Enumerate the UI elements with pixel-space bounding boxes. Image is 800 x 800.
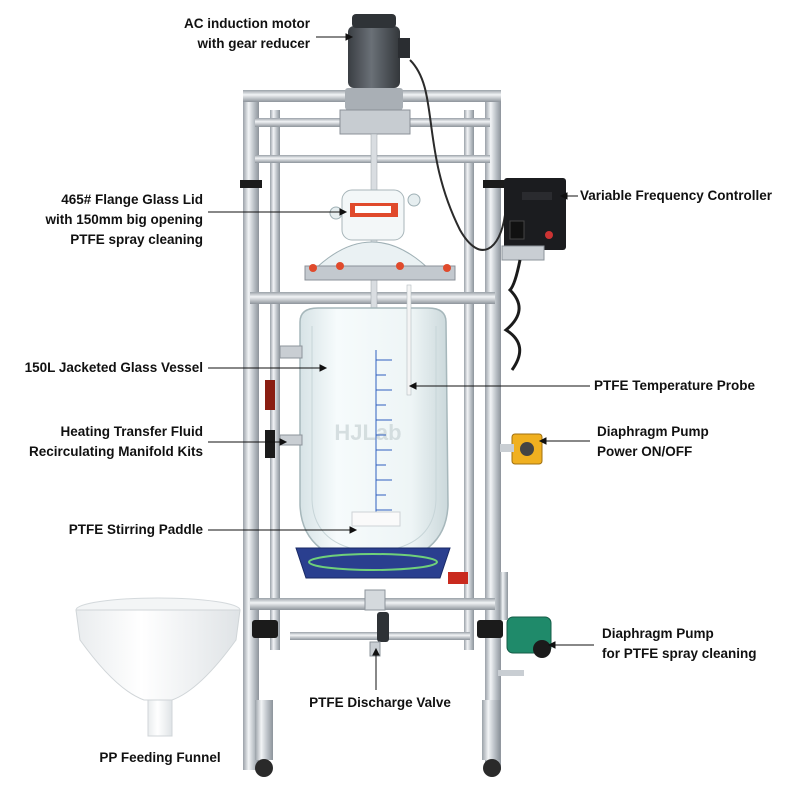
spray-pump-base [498, 670, 524, 676]
leg-right [482, 700, 500, 760]
callout-lines [208, 33, 594, 690]
label-line: PTFE Stirring Paddle [68, 522, 203, 537]
clamp [477, 620, 503, 638]
controller-label [522, 192, 552, 200]
temperature-probe [406, 284, 412, 396]
caster [483, 759, 501, 777]
ring-green-glow [308, 553, 438, 571]
manifold-valve [265, 430, 275, 458]
label-line: PP Feeding Funnel [99, 750, 221, 765]
spray-pump-cap [533, 640, 551, 658]
leg-left [255, 700, 273, 760]
stirring-paddle [351, 511, 401, 527]
gear-reducer [345, 88, 403, 110]
controller-bracket [501, 245, 545, 261]
label-line: Diaphragm Pump [602, 626, 714, 641]
flange-bolt [336, 262, 344, 270]
lid-opening-seal-white [355, 206, 391, 213]
clamp [240, 180, 262, 188]
label-line: Variable Frequency Controller [580, 188, 773, 203]
vessel-support-ring [295, 547, 451, 579]
pump-power-knob [520, 442, 534, 456]
feeding-funnel [75, 609, 241, 701]
motor-mount [339, 109, 411, 135]
brand-watermark: HJLab [334, 420, 401, 445]
lid-flange [304, 265, 456, 281]
lid-neck [407, 193, 421, 207]
label-line: AC induction motor [184, 16, 310, 31]
label-line: Recirculating Manifold Kits [28, 444, 203, 459]
flange-bolt [309, 264, 317, 272]
label-line: with gear reducer [197, 36, 310, 51]
frame-post-right [485, 90, 501, 770]
label-valve: PTFE Discharge Valve [300, 693, 460, 713]
flange-bolt [443, 264, 451, 272]
label-spray-pump: Diaphragm Pump for PTFE spray cleaning [602, 624, 757, 664]
label-lid: 465# Flange Glass Lid with 150mm big ope… [45, 190, 203, 250]
clamp [252, 620, 278, 638]
label-line: Heating Transfer Fluid [60, 424, 203, 439]
label-line: PTFE Temperature Probe [594, 378, 756, 393]
graduation-scale [375, 350, 392, 525]
discharge-valve-body [364, 589, 386, 611]
manifold-inlet [279, 345, 303, 359]
switch-mount [500, 444, 514, 452]
label-line: Diaphragm Pump [597, 424, 709, 439]
label-probe: PTFE Temperature Probe [594, 376, 755, 396]
motor-cap [352, 14, 396, 28]
funnel-stem [147, 699, 173, 737]
label-line: with 150mm big opening [45, 212, 203, 227]
label-motor: AC induction motor with gear reducer [184, 14, 310, 54]
label-manifold: Heating Transfer Fluid Recirculating Man… [29, 422, 203, 462]
controller-knob [545, 231, 553, 239]
label-controller: Variable Frequency Controller [580, 186, 772, 206]
label-line: 465# Flange Glass Lid [61, 192, 203, 207]
frame-post-right-inner [464, 110, 474, 650]
motor-junction-box [398, 38, 410, 58]
label-line: PTFE Discharge Valve [309, 695, 451, 710]
motor-body [348, 26, 400, 88]
controller-display [509, 220, 525, 240]
cable [409, 59, 506, 251]
label-line: 150L Jacketed Glass Vessel [24, 360, 203, 375]
controller-cable [503, 259, 522, 371]
label-line: for PTFE spray cleaning [602, 646, 757, 661]
label-pump-power: Diaphragm Pump Power ON/OFF [597, 422, 709, 462]
label-vessel: 150L Jacketed Glass Vessel [25, 358, 203, 378]
flange-bolt [396, 262, 404, 270]
discharge-valve-handle [377, 612, 389, 642]
label-line: PTFE spray cleaning [70, 232, 203, 247]
clamp [483, 180, 505, 188]
label-line: Power ON/OFF [597, 444, 693, 459]
label-paddle: PTFE Stirring Paddle [69, 520, 203, 540]
side-valve [448, 572, 468, 584]
frame-post-left [243, 90, 259, 770]
discharge-valve-outlet [369, 641, 381, 657]
label-funnel: PP Feeding Funnel [90, 748, 230, 768]
spray-pump-pipe [500, 572, 508, 620]
manifold-valve [265, 380, 275, 410]
caster [255, 759, 273, 777]
